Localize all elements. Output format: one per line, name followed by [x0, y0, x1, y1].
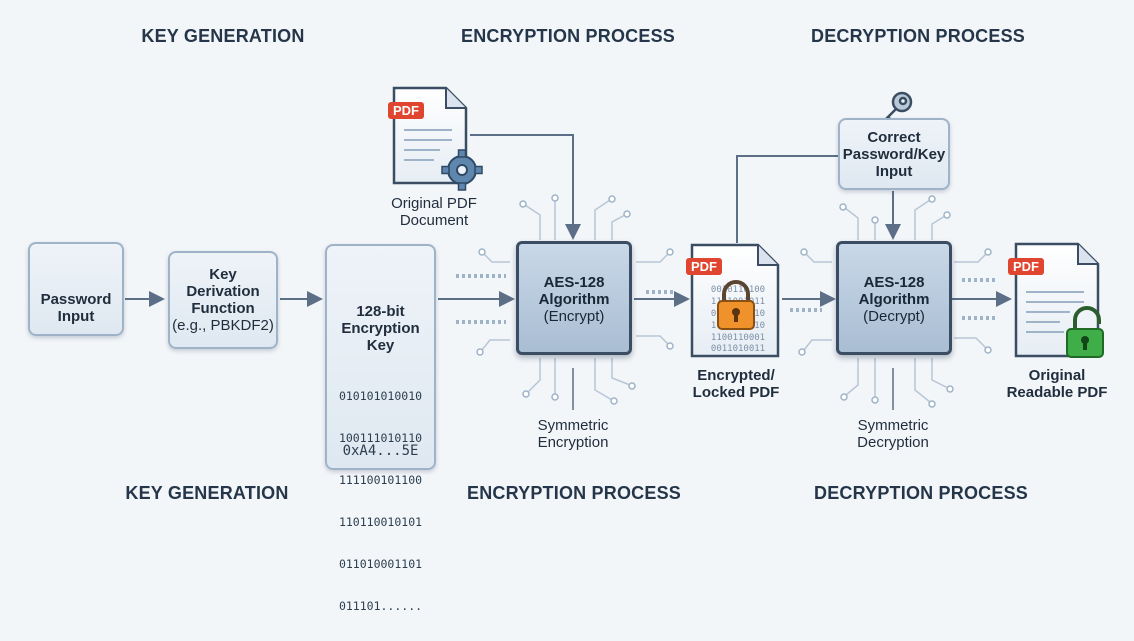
line-encrypted-pdf-to-correct-key [736, 155, 838, 243]
header-encryption-process-top: ENCRYPTION PROCESS [461, 26, 675, 46]
svg-text:1100110001: 1100110001 [711, 333, 765, 343]
key-bits: 010101010010 100111010110 111100101100 1… [338, 389, 423, 613]
original-pdf-tag: PDF [388, 102, 424, 119]
aes-decrypt-chip: AES-128 Algorithm (Decrypt) [836, 241, 952, 355]
circuit-nodes-encrypt [476, 194, 674, 405]
aes-decrypt-label: AES-128 Algorithm (Decrypt) [858, 274, 930, 325]
gear-icon [441, 149, 483, 191]
kdf-label: Key Derivation Function (e.g., PBKDF2) [172, 266, 274, 334]
symmetric-encryption-label: Symmetric Encryption [537, 417, 609, 451]
svg-text:0010110100: 0010110100 [711, 285, 765, 295]
header-decryption-process-top: DECRYPTION PROCESS [811, 26, 1025, 46]
data-dash-decoration [456, 274, 998, 324]
svg-text:0011010011: 0011010011 [711, 344, 765, 354]
correct-key-label: Correct Password/Key Input [842, 129, 946, 180]
orange-lock-icon [717, 280, 755, 330]
original-pdf-label: Original PDF Document [391, 195, 477, 229]
kdf-box [168, 251, 278, 349]
password-input-box [28, 242, 124, 336]
encrypted-pdf-tag: PDF [686, 258, 722, 275]
encrypted-pdf-label: Encrypted/ Locked PDF [692, 367, 780, 401]
arrow-pdf-to-aes-encrypt [470, 134, 581, 240]
symmetric-decryption-label: Symmetric Decryption [857, 417, 929, 451]
diagram-stage: 0010110100 1101001011 0110010110 1010110… [28, 26, 1108, 613]
encryption-key-label: 128-bit Encryption Key [341, 303, 420, 354]
circuit-nodes-decrypt [798, 195, 992, 408]
aes-encrypt-label: AES-128 Algorithm (Encrypt) [538, 274, 610, 325]
unlocked-green-lock-icon [1066, 306, 1104, 358]
header-encryption-process-bottom: ENCRYPTION PROCESS [467, 483, 681, 503]
key-hex-value: 0xA4...5E [342, 443, 419, 459]
readable-pdf-tag: PDF [1008, 258, 1044, 275]
circuit-traces-decrypt [803, 199, 987, 403]
circuit-traces-encrypt [481, 199, 669, 401]
header-key-generation-bottom: KEY GENERATION [125, 483, 289, 503]
encryption-key-box [325, 244, 436, 470]
correct-key-box [838, 118, 950, 190]
password-input-label: Password Input [40, 291, 112, 325]
header-key-generation-top: KEY GENERATION [141, 26, 305, 46]
header-decryption-process-bottom: DECRYPTION PROCESS [814, 483, 1028, 503]
readable-pdf-label: Original Readable PDF [1006, 367, 1108, 401]
aes-encrypt-chip: AES-128 Algorithm (Encrypt) [516, 241, 632, 355]
